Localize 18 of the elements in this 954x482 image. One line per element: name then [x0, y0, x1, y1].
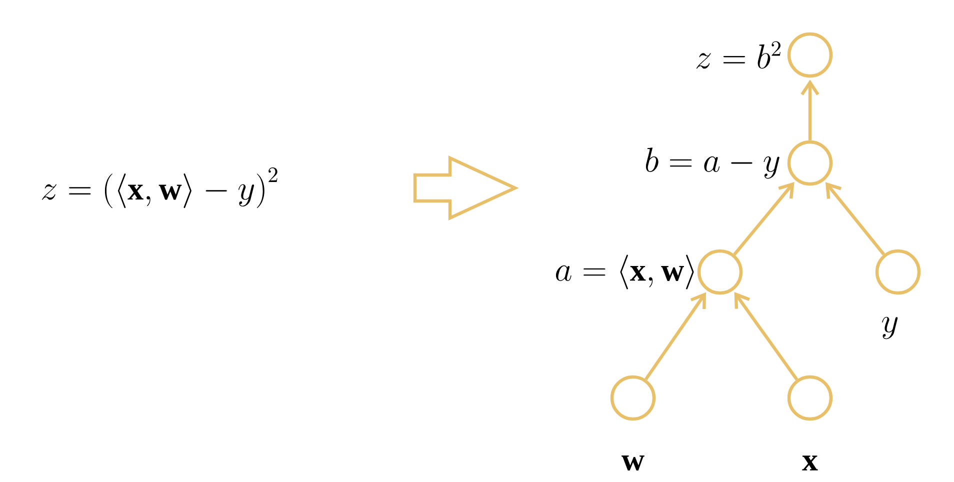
circle-node: [697, 249, 743, 295]
arrow: [734, 292, 798, 381]
node-label: $b = a - y$: [646, 148, 780, 179]
node-label: $z = b^2$: [696, 41, 780, 69]
circle-node: [787, 32, 833, 78]
circle-node: [787, 375, 833, 421]
circle-node: [787, 140, 833, 186]
circle-node: [875, 249, 921, 295]
arrow: [800, 80, 820, 140]
node-label: $\mathbf{w}$: [622, 456, 644, 470]
arrow: [733, 182, 794, 256]
node-label: $\mathbf{x}$: [802, 456, 818, 470]
node-label: $a = \langle \mathbf{x}, \mathbf{w}\rangle$: [556, 254, 694, 290]
node-label: $y$: [882, 316, 898, 340]
circle-node: [610, 375, 656, 421]
arrow: [644, 292, 706, 380]
formula: $z = \big(\langle \mathbf{x}, \mathbf{w}\rangle - y\big)^2$: [42, 167, 278, 208]
arrow: [825, 182, 886, 256]
